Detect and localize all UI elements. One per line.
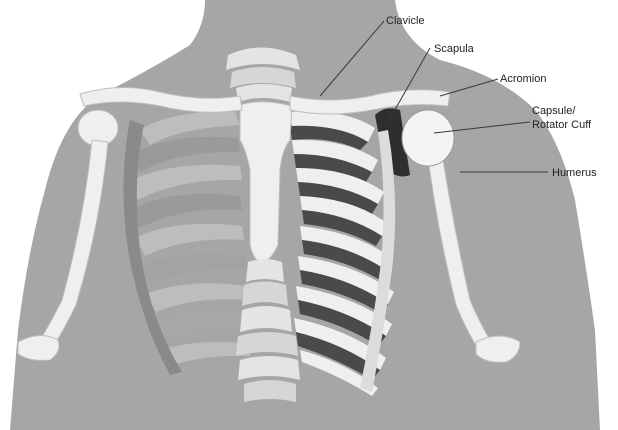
- clavicle-label: Clavicle: [386, 15, 425, 27]
- humerus-label: Humerus: [552, 167, 597, 179]
- rotator-cuff-capsule: [402, 110, 454, 166]
- capsule-label-line1: Capsule/: [532, 105, 576, 117]
- capsule-label-line2: Rotator Cuff: [532, 119, 592, 131]
- scapula-label: Scapula: [434, 43, 475, 55]
- acromion-label: Acromion: [500, 73, 546, 85]
